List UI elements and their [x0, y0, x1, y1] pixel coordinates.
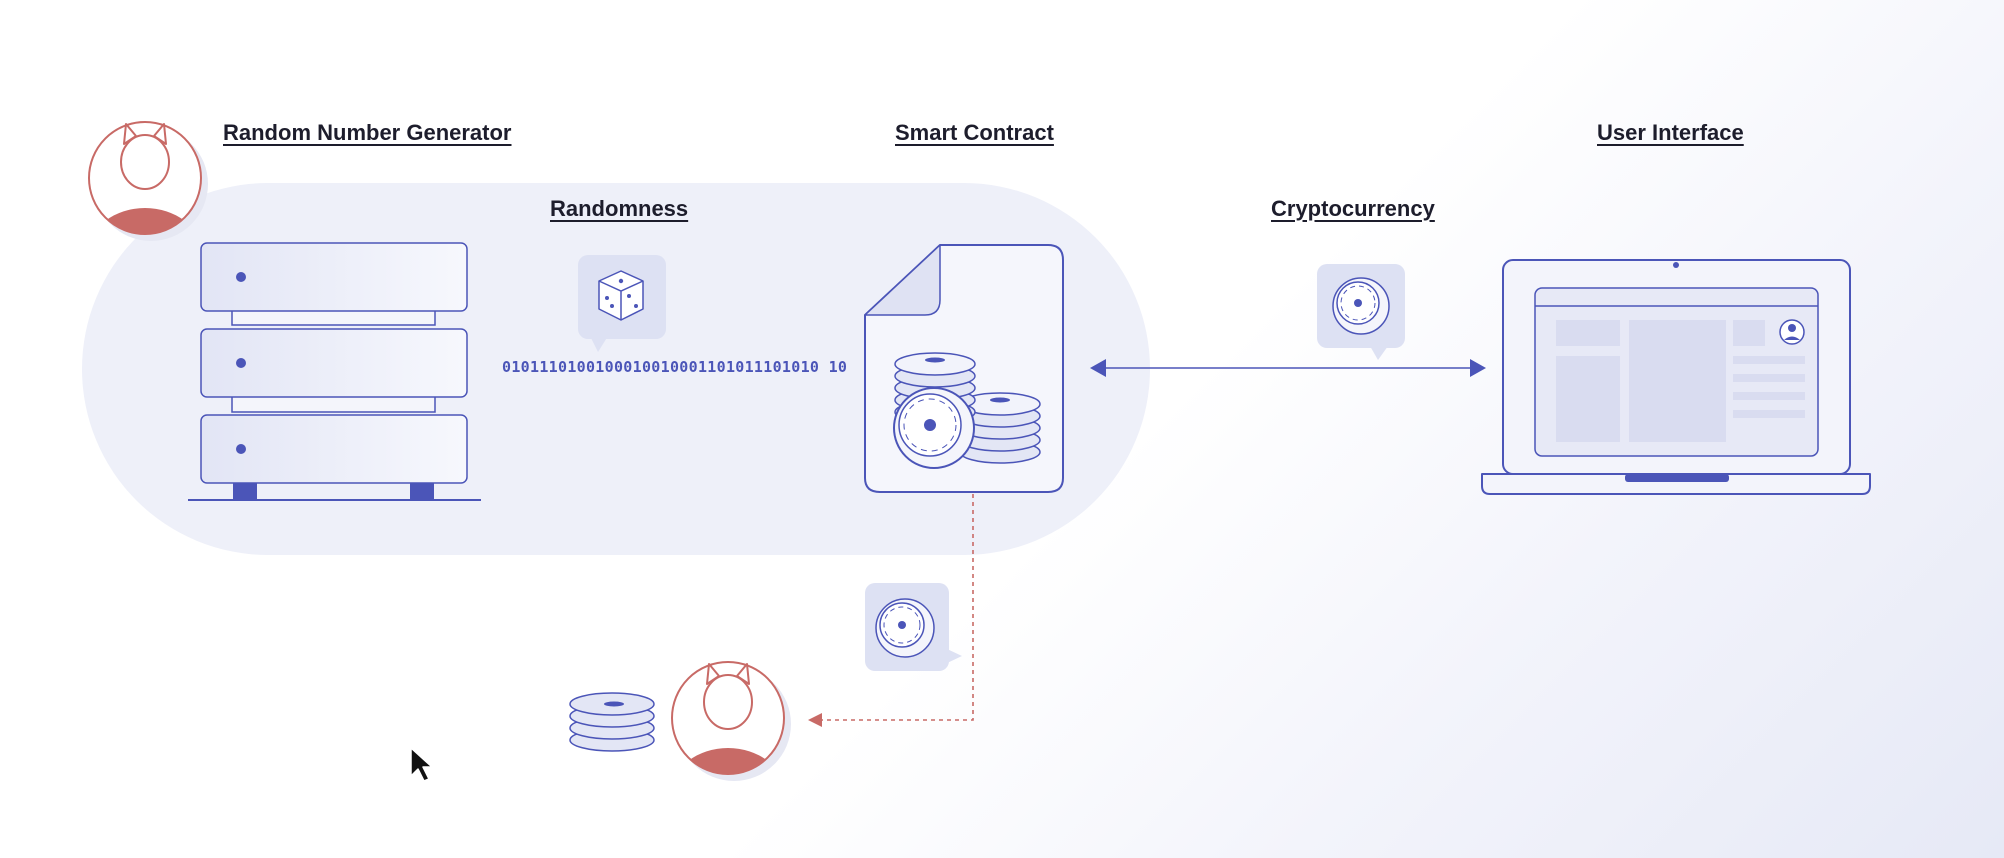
arrow-icon: [1090, 359, 1486, 377]
coin-stack-icon: [569, 692, 655, 752]
devil-avatar-icon: [88, 121, 208, 241]
user-interface-label: User Interface: [1597, 120, 1744, 145]
payout-arrow: [808, 494, 974, 727]
server-rack-icon: [188, 242, 481, 501]
laptop-icon: [1481, 259, 1871, 495]
devil-avatar-icon: [671, 661, 791, 781]
dice-icon: [578, 255, 666, 352]
rng-label: Random Number Generator: [223, 120, 512, 145]
cursor-icon: [410, 747, 433, 782]
coin-icon: [1317, 264, 1405, 360]
binary-stream: 0101110100100010010001101011101010 10: [502, 358, 848, 376]
smart-contract-label: Smart Contract: [895, 120, 1054, 145]
randomness-label: Randomness: [550, 196, 689, 221]
cryptocurrency-label: Cryptocurrency: [1271, 196, 1435, 221]
coin-icon: [865, 583, 962, 671]
coin-icon: [893, 387, 975, 469]
